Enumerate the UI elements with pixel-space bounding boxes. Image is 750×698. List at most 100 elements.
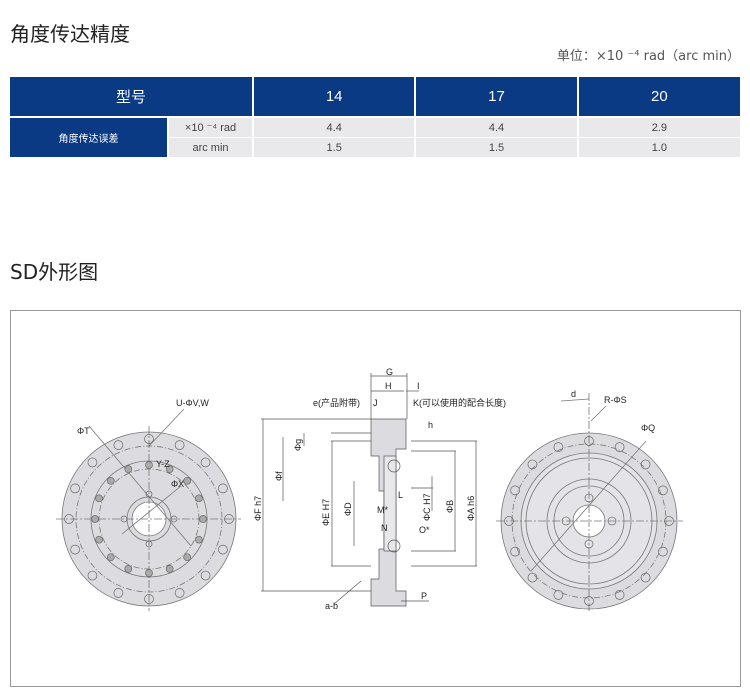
bolt-hole [70,483,80,494]
label-rs: R-ΦS [604,395,627,405]
label-p: P [421,591,427,601]
label-n: N [381,523,388,533]
bolt-hole [64,514,74,524]
label-phi-g: Φg [293,439,303,451]
label-h: h [428,420,433,430]
header-cell: 14 [253,77,417,118]
bolt-hole [70,544,80,555]
bolt-hole [145,540,153,548]
bolt-hole [553,442,564,452]
label-phi-d: ΦD [343,502,353,516]
label-d: d [571,389,576,399]
bolt-hole [124,465,133,473]
unit-cell: ×10 ⁻⁴ rad [168,117,255,138]
label-m: M* [377,505,388,515]
bolt-hole [144,434,154,444]
table-header-row: 型号 14 17 20 [10,77,740,118]
label-phi-f-h7: ΦF h7 [253,496,263,521]
value-cell: 4.4 [253,117,417,138]
label-phi-a: ΦA h6 [466,496,476,521]
label-g: G [386,367,393,377]
label-o: O* [419,525,430,535]
bolt-hole [224,514,234,524]
bolt-hole [170,515,178,523]
value-cell: 4.4 [415,117,579,138]
bolt-hole [120,515,128,523]
bolt-hole [527,459,538,470]
bolt-hole [144,594,154,604]
bolt-hole [614,442,625,452]
bolt-hole [200,570,211,581]
bolt-hole [145,490,153,498]
section-title-angle-accuracy: 角度传达精度 [10,22,130,46]
label-phi-c: ΦC H7 [422,493,432,521]
bolt-hole [87,457,98,468]
bolt-hole [145,461,153,469]
value-cell: 1.0 [577,137,740,158]
bolt-hole [87,570,98,581]
bolt-hole [124,565,133,573]
bolt-hole [658,546,668,557]
bolt-hole [584,596,594,606]
header-model: 型号 [10,77,255,118]
bolt-hole [95,535,103,544]
bolt-hole [113,588,124,598]
bolt-hole [504,516,514,526]
value-cell: 1.5 [415,137,579,158]
accuracy-table: 型号 14 17 20 角度传达误差 ×10 ⁻⁴ rad 4.4 4.4 2.… [10,77,740,158]
bolt-hole [113,440,124,450]
bolt-hole [165,565,174,573]
table-row: arc min 1.5 1.5 1.0 [10,137,740,158]
bolt-hole [640,572,651,583]
label-x: ΦX [171,479,184,489]
bolt-hole [95,494,103,503]
section-title-outline: SD外形图 [10,260,99,284]
label-i: I [417,381,420,391]
header-cell: 17 [415,77,579,118]
bolt-hole [183,476,192,485]
bolt-hole [174,440,185,450]
label-phi-e: ΦE H7 [321,499,331,526]
bolt-hole [614,590,625,600]
bolt-hole [553,590,564,600]
rear-bolt-holes [504,436,674,606]
label-yz: Y-Z [156,459,170,469]
value-cell: 2.9 [577,117,740,138]
label-k: K(可以使用的配合长度) [413,397,506,408]
unit-note: 单位：×10 ⁻⁴ rad（arc min） [556,49,740,64]
value-cell: 1.5 [253,137,417,158]
label-phi-f: Φf [274,471,284,481]
bolt-hole [174,588,185,598]
bolt-hole [584,436,594,446]
bolt-hole [183,553,192,562]
bolt-hole [195,494,203,503]
label-j: J [373,398,378,408]
bolt-hole [510,485,520,496]
outline-drawing: U-ΦV,W ΦT Y-Z ΦX G H I e(产品附带) J K(可以使用的… [56,367,683,613]
front-view [56,408,241,611]
bolt-hole [195,535,203,544]
label-q: ΦQ [641,423,655,433]
bolt-hole [527,572,538,583]
bolt-hole [510,546,520,557]
bolt-hole [91,515,99,523]
outline-drawing-frame: U-ΦV,W ΦT Y-Z ΦX G H I e(产品附带) J K(可以使用的… [10,310,741,687]
label-uvw: U-ΦV,W [176,398,209,408]
label-ab: a-b [325,601,338,611]
label-e: e(产品附带) [313,397,360,408]
table-row: 角度传达误差 ×10 ⁻⁴ rad 4.4 4.4 2.9 [10,117,740,158]
bolt-hole [199,515,207,523]
bolt-hole [664,516,674,526]
bolt-hole [658,485,668,496]
header-cell: 20 [577,77,740,118]
label-phi-b: ΦB [445,500,455,513]
rear-view [496,393,683,613]
bolt-hole [145,569,153,577]
label-l: L [398,490,403,500]
label-h-cap: H [385,381,392,391]
bolt-hole [218,483,228,494]
bolt-hole [200,457,211,468]
section-view [261,373,477,607]
unit-cell: arc min [168,137,255,158]
bolt-hole [106,476,115,485]
